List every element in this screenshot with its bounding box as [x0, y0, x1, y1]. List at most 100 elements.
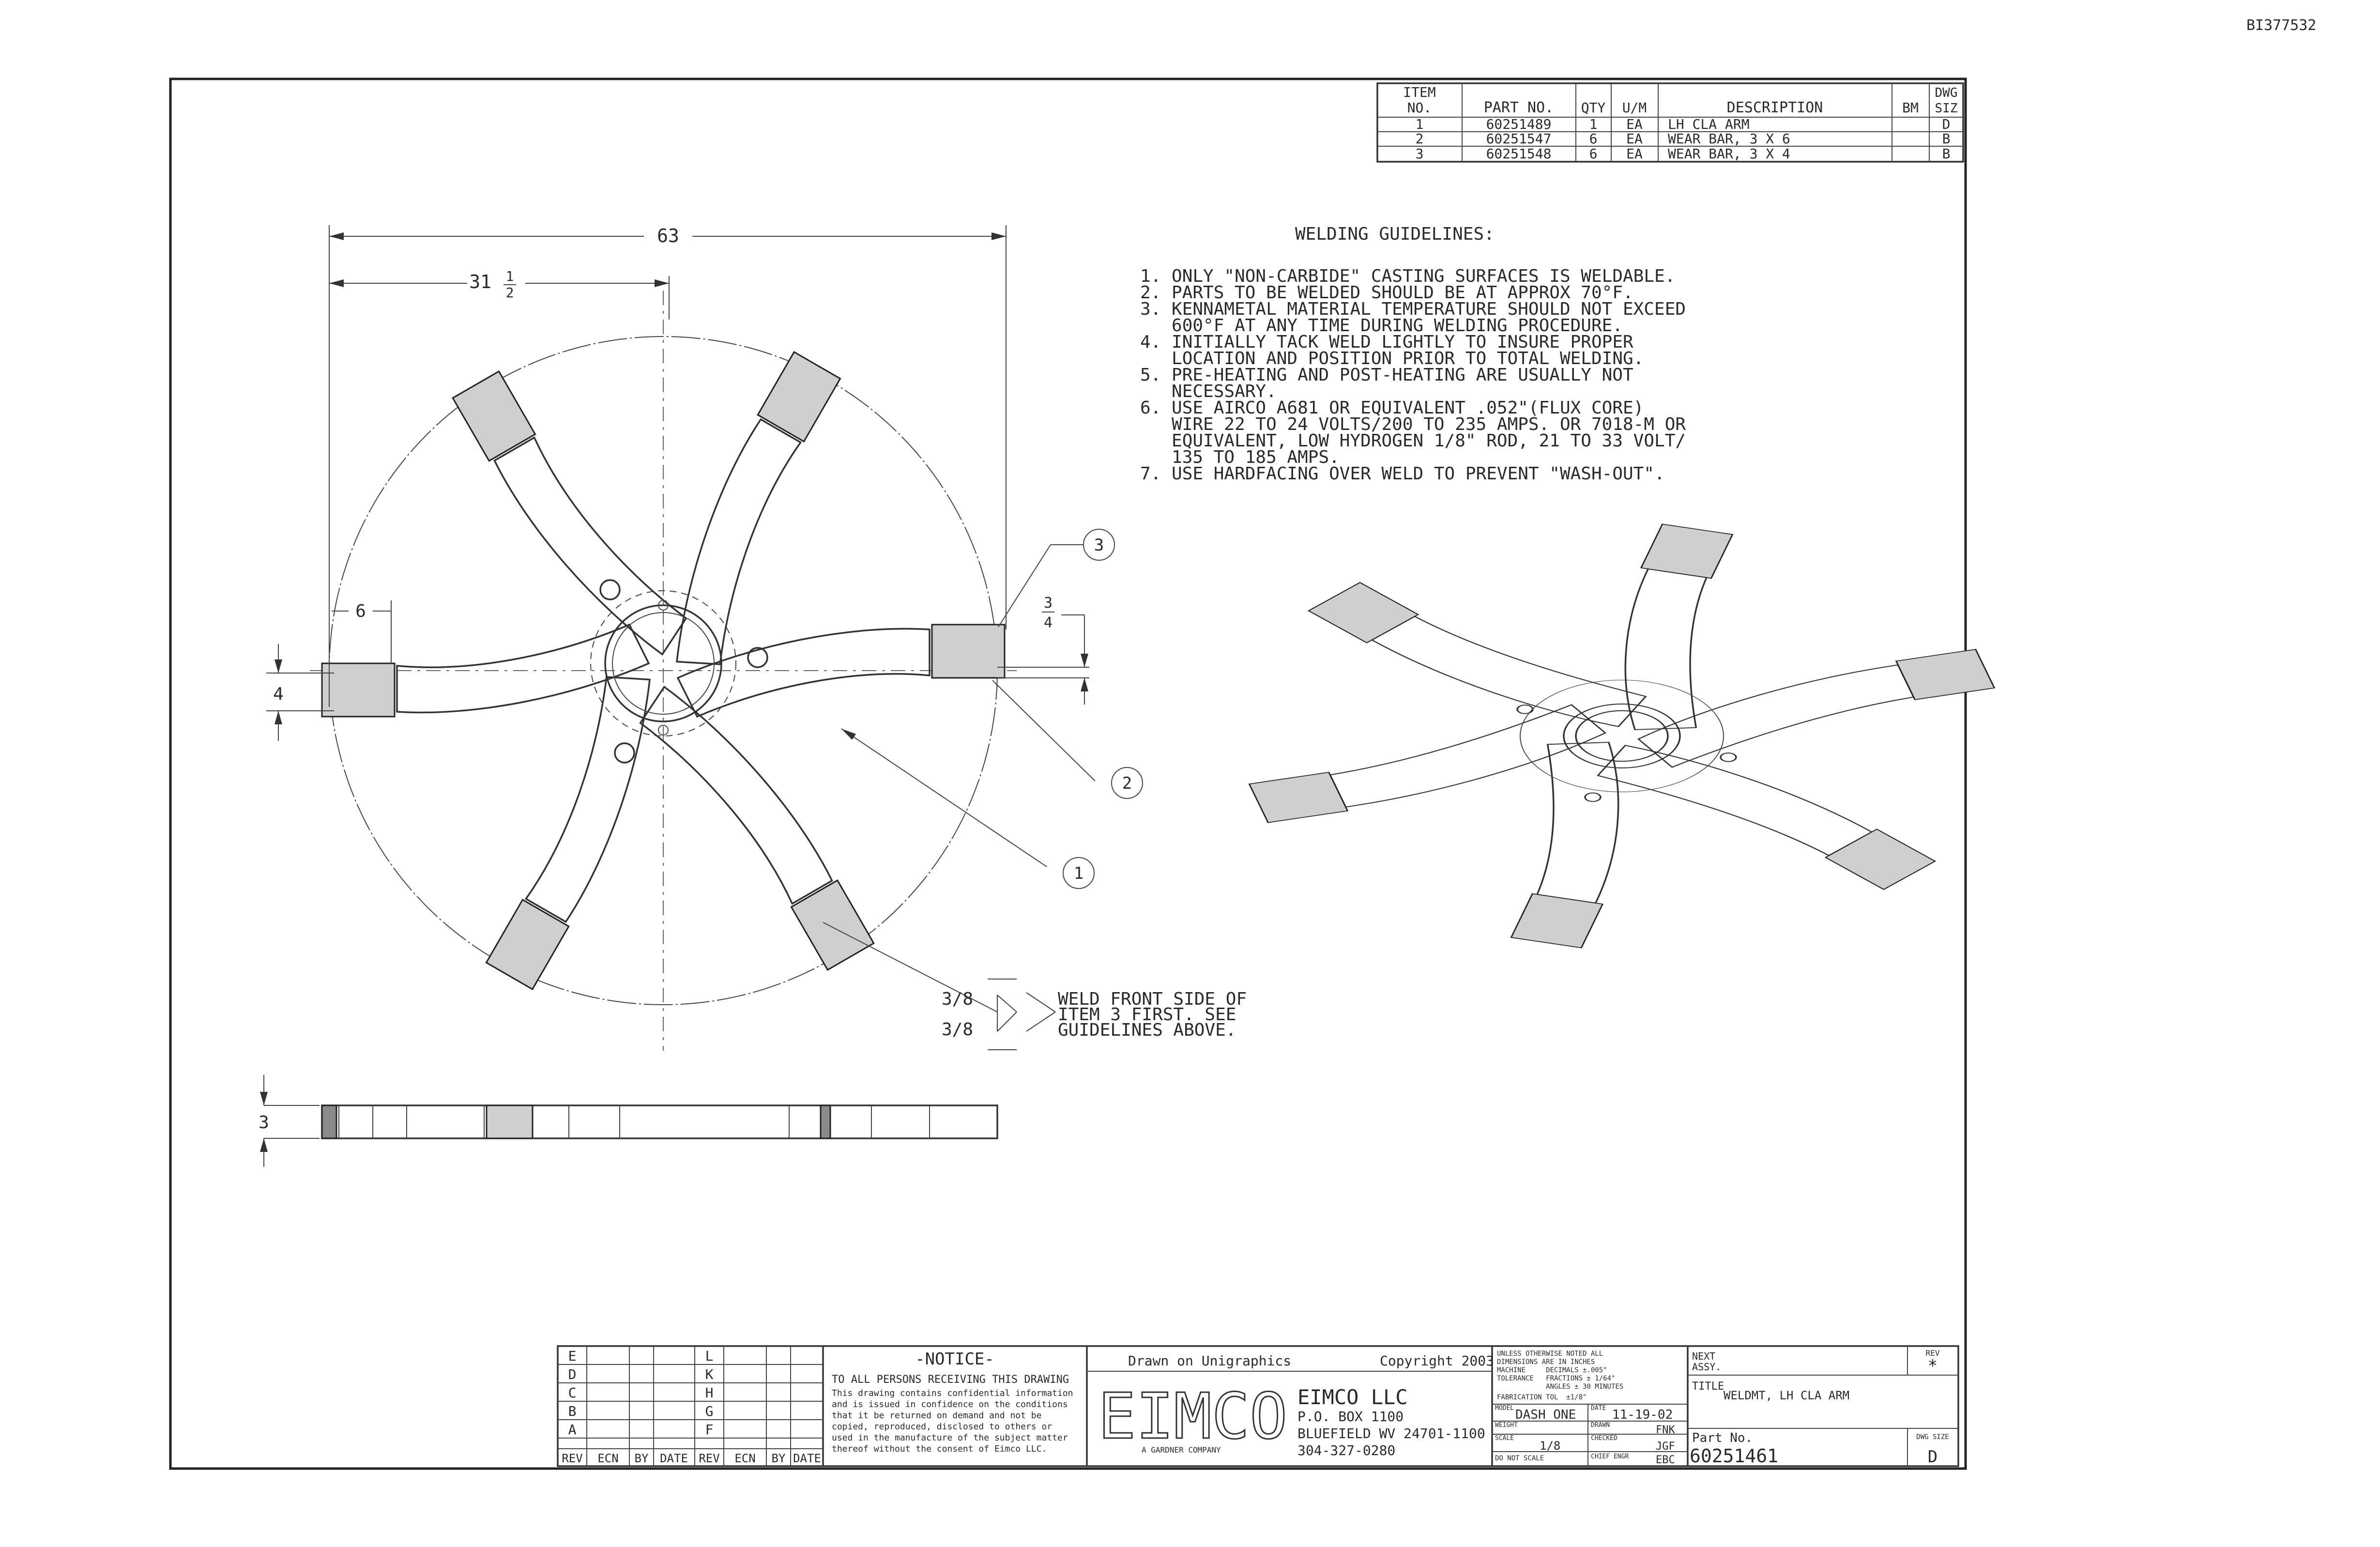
weld-size-bottom: 3/8: [942, 1020, 973, 1040]
parts-header-um: U/M: [1622, 100, 1647, 116]
do-not-scale: DO NOT SCALE: [1495, 1455, 1544, 1462]
parts-row-2-um: EA: [1626, 131, 1643, 147]
weld-note-line-3: GUIDELINES ABOVE.: [1058, 1020, 1236, 1040]
date-label: DATE: [1591, 1405, 1606, 1412]
parts-header-bm: BM: [1902, 100, 1919, 116]
welding-line-1: 1. ONLY "NON-CARBIDE" CASTING SURFACES I…: [1140, 266, 1675, 286]
weld-note-line-1: WELD FRONT SIDE OF: [1058, 989, 1247, 1009]
tolerance-line-1: UNLESS OTHERWISE NOTED ALL: [1497, 1350, 1603, 1358]
parts-row-1-qty: 1: [1589, 116, 1598, 132]
bolt-hole-1: [599, 579, 621, 600]
scale-value: 1/8: [1540, 1439, 1560, 1453]
company-name: EIMCO LLC: [1297, 1385, 1408, 1409]
eimco-logo: EIMCO: [1098, 1379, 1287, 1453]
parts-header-siz: SIZ: [1935, 101, 1958, 116]
welding-line-4: 600°F AT ANY TIME DURING WELDING PROCEDU…: [1140, 316, 1623, 336]
hub-inner: [612, 612, 715, 715]
checked-value: JGF: [1656, 1440, 1675, 1453]
address-line-3: 304-327-0280: [1297, 1442, 1395, 1458]
welding-line-9: 6. USE AIRCO A681 OR EQUIVALENT .052"(FL…: [1140, 398, 1644, 418]
parts-row-3-siz: B: [1942, 146, 1951, 162]
spider-arms: [321, 351, 1006, 991]
parts-row-2-desc: WEAR BAR, 3 X 6: [1668, 131, 1790, 147]
parts-row-2-qty: 6: [1589, 131, 1598, 147]
hub-outer: [604, 604, 722, 722]
welding-line-11: EQUIVALENT, LOW HYDROGEN 1/8" ROD, 21 TO…: [1140, 431, 1686, 451]
rev-right-f: F: [705, 1422, 714, 1438]
weld-note-line-2: ITEM 3 FIRST. SEE: [1058, 1005, 1236, 1025]
rev-left-b: B: [568, 1403, 577, 1419]
address-line-2: BLUEFIELD WV 24701-1100: [1297, 1425, 1485, 1441]
notice-line-3: and is issued in confidence on the condi…: [832, 1399, 1068, 1409]
parts-row-3-part: 60251548: [1486, 146, 1552, 162]
rev-header-date: DATE: [660, 1452, 688, 1465]
welding-title: WELDING GUIDELINES:: [1295, 224, 1495, 244]
rev-right-h: H: [705, 1385, 714, 1401]
bolt-hole-2: [747, 647, 768, 668]
date-value: 11-19-02: [1612, 1408, 1673, 1422]
parts-row-2-siz: B: [1942, 131, 1951, 147]
notice-line-6: used in the manufacture of the subject m…: [832, 1433, 1068, 1443]
parts-header-item-2: NO.: [1407, 100, 1432, 116]
notice-title: -NOTICE-: [915, 1349, 994, 1369]
item-balloons: 1 2 3: [841, 529, 1143, 889]
next-assy-label-2: ASSY.: [1692, 1361, 1721, 1373]
model-label: MODEL: [1495, 1405, 1514, 1412]
rev-right-l: L: [705, 1348, 714, 1364]
parts-row-3-item: 3: [1416, 146, 1424, 162]
tolerance-line-5: ANGLES ± 30 MINUTES: [1497, 1383, 1623, 1391]
dim-half-whole: 31: [469, 271, 491, 292]
parts-row-1-siz: D: [1942, 116, 1951, 132]
chief-engr-value: EBC: [1656, 1454, 1675, 1466]
isometric-view: [1248, 523, 1996, 949]
dim-pad-width: 6: [355, 601, 366, 621]
dim-pad-num: 3: [1044, 595, 1053, 612]
bolt-hole-4: [658, 600, 669, 611]
rev-header-rev: REV: [562, 1452, 582, 1465]
chief-engr-label: CHIEF ENGR: [1591, 1453, 1629, 1460]
balloon-3: [1083, 529, 1115, 561]
parts-row-3-um: EA: [1626, 146, 1643, 162]
rev-right-k: K: [705, 1366, 714, 1382]
dwg-size-value: D: [1928, 1447, 1938, 1467]
notice-line-2: This drawing contains confidential infor…: [832, 1388, 1073, 1398]
dim-thickness: 3: [259, 1113, 269, 1133]
rev-value: *: [1928, 1356, 1938, 1376]
tolerance-line-3: MACHINE DECIMALS ±.005": [1497, 1366, 1607, 1374]
welding-line-7: 5. PRE-HEATING AND POST-HEATING ARE USUA…: [1140, 365, 1633, 385]
plan-view: [310, 291, 1017, 1051]
parts-row-3-desc: WEAR BAR, 3 X 4: [1668, 146, 1790, 162]
drawn-label: DRAWN: [1591, 1422, 1610, 1429]
scale-label: SCALE: [1495, 1435, 1514, 1442]
eimco-logo-sub: A GARDNER COMPANY: [1142, 1445, 1221, 1455]
notice-line-1: TO ALL PERSONS RECEIVING THIS DRAWING: [832, 1374, 1069, 1386]
rev-header-rev-2: REV: [699, 1452, 719, 1465]
dim-half-den: 2: [506, 285, 514, 301]
rev-left-d: D: [568, 1366, 577, 1382]
weld-note: 3/8 3/8 WELD FRONT SIDE OF ITEM 3 FIRST.…: [823, 922, 1247, 1050]
welding-line-13: 7. USE HARDFACING OVER WELD TO PREVENT "…: [1140, 464, 1665, 484]
welding-line-3: 3. KENNAMETAL MATERIAL TEMPERATURE SHOUL…: [1140, 299, 1686, 319]
rev-header-ecn-2: ECN: [734, 1452, 755, 1465]
rev-header-ecn: ECN: [597, 1452, 618, 1465]
rev-right-g: G: [705, 1403, 714, 1419]
document-id: BI377532: [2246, 17, 2317, 34]
welding-line-8: NECESSARY.: [1140, 382, 1277, 401]
parts-header-qty: QTY: [1581, 100, 1606, 116]
next-assy-label-1: NEXT: [1692, 1350, 1715, 1362]
parts-row-1-item: 1: [1416, 116, 1424, 132]
notice-line-4: that it be returned on demand and not be: [832, 1410, 1041, 1421]
parts-row-1-desc: LH CLA ARM: [1668, 116, 1750, 132]
parts-row-3-qty: 6: [1589, 146, 1598, 162]
balloon-2: [1111, 767, 1143, 799]
drawn-on: Drawn on Unigraphics: [1128, 1353, 1291, 1369]
welding-line-2: 2. PARTS TO BE WELDED SHOULD BE AT APPRO…: [1140, 283, 1633, 303]
part-no-value: 60251461: [1690, 1445, 1778, 1467]
dimensions: 63 31 1 2 6 4 3 4: [266, 225, 1089, 741]
hub-bolt-circle: [590, 590, 736, 736]
drawn-value: FNK: [1656, 1424, 1675, 1436]
title-block: E D C B A L K H G F REV ECN BY DATE REV …: [557, 1345, 1959, 1467]
rev-header-by-2: BY: [772, 1452, 786, 1465]
weld-size-top: 3/8: [942, 989, 973, 1009]
